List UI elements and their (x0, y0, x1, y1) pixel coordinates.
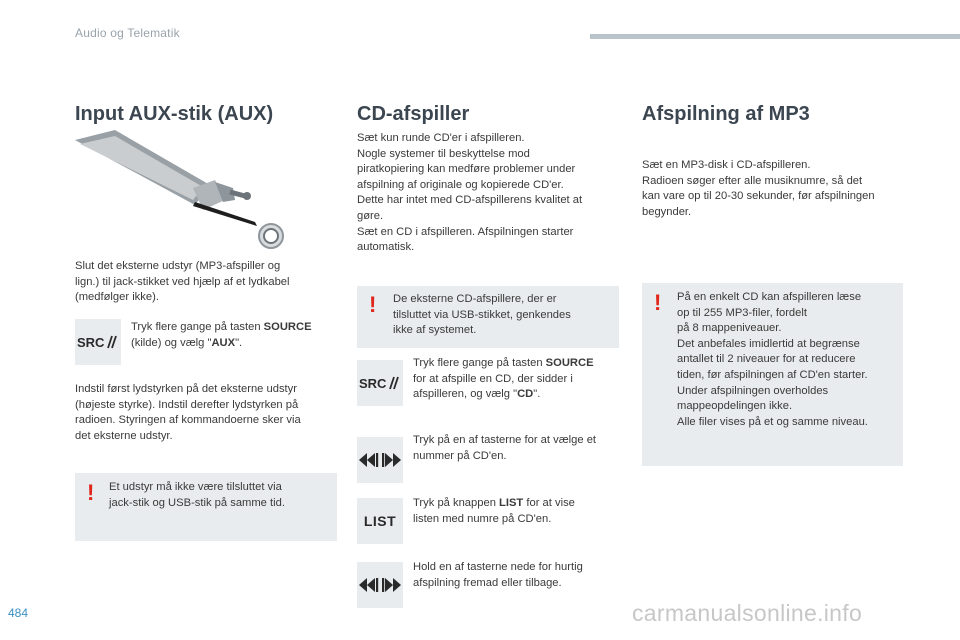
mp3-warning-text: På en enkelt CD kan afspilleren læse op … (677, 291, 868, 428)
cd-intro: Sæt kun runde CD'er i afspilleren. Nogle… (357, 132, 583, 254)
skip-back-forward-icon (359, 453, 401, 467)
jack-plug-illustration (75, 130, 290, 250)
cd-step-list: Tryk på knappen LIST for at vise listen … (413, 497, 575, 525)
cd-warning-text: De eksterne CD-afspillere, der er tilslu… (393, 293, 571, 337)
warning-icon: ! (654, 290, 662, 315)
aux-body: Indstil først lydstyrken på det eksterne… (75, 383, 301, 442)
svg-text:SRC: SRC (77, 335, 105, 350)
page-number: 484 (8, 606, 29, 620)
list-icon-box: LIST (357, 498, 403, 544)
aux-step-source: Tryk flere gange på tasten SOURCE (kilde… (131, 321, 312, 349)
src-icon-box: SRC (357, 360, 403, 406)
src-icon-box: SRC (75, 319, 121, 365)
cd-title: CD-afspiller (357, 103, 470, 125)
cd-step-fast: Hold en af tasterne nede for hurtig afsp… (413, 561, 583, 589)
section-header: Audio og Telematik (75, 26, 180, 40)
svg-text:SRC: SRC (359, 376, 387, 391)
cd-warning-box: ! De eksterne CD-afspillere, der er tils… (357, 286, 619, 348)
mp3-warning-box: ! På en enkelt CD kan afspilleren læse o… (642, 283, 903, 466)
watermark: carmanualsonline.info (632, 600, 863, 626)
warning-icon: ! (87, 480, 95, 505)
cd-step-track: Tryk på en af tasterne for at vælge et n… (413, 434, 597, 462)
warning-icon: ! (369, 292, 377, 317)
aux-title: Input AUX-stik (AUX) (75, 103, 274, 125)
cd-step-source: Tryk flere gange på tasten SOURCE for at… (413, 357, 594, 401)
source-button-icon: SRC (359, 376, 399, 391)
source-button-icon: SRC (77, 335, 117, 350)
skip-back-forward-icon (359, 578, 401, 592)
aux-warning-box: ! Et udstyr må ikke være tilsluttet via … (75, 473, 337, 541)
track-icon-box (357, 437, 403, 483)
aux-warning-text: Et udstyr må ikke være tilsluttet via ja… (109, 481, 285, 509)
list-button-icon: LIST (363, 513, 397, 529)
fast-icon-box (357, 562, 403, 608)
mp3-title: Afspilning af MP3 (642, 103, 810, 125)
aux-intro: Slut det eksterne udstyr (MP3-afspiller … (75, 260, 290, 304)
mp3-intro: Sæt en MP3-disk i CD-afspilleren. Radioe… (642, 159, 875, 218)
header-rule (590, 34, 960, 39)
